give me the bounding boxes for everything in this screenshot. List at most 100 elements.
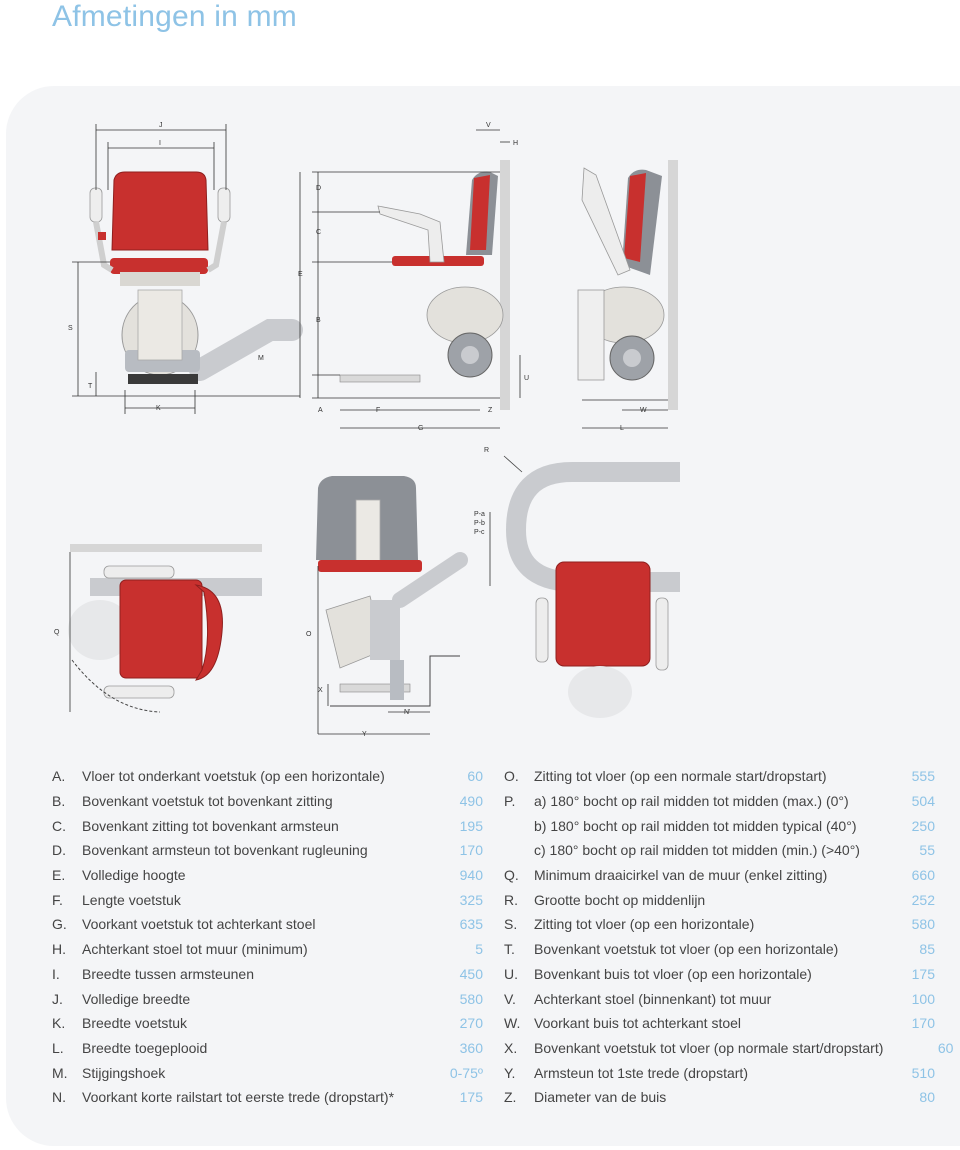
dimension-description: Volledige breedte	[82, 990, 191, 1007]
dimension-letter: I.	[52, 965, 60, 982]
dimension-description: Armsteun tot 1ste trede (dropstart)	[534, 1064, 748, 1081]
dimension-letter: E.	[52, 867, 66, 884]
dimension-description: Voorkant voetstuk tot achterkant stoel	[82, 916, 316, 933]
stairlift-dimension-drawings: J I S T K M D C E B A F Z G V	[54, 122, 680, 738]
dimension-letter: G.	[52, 916, 67, 933]
dimension-letter: J.	[52, 990, 63, 1007]
dimension-letter: W.	[504, 1015, 521, 1032]
dimension-value: 175	[459, 1089, 483, 1106]
dimension-letter: K.	[52, 1015, 66, 1032]
dimension-description: Diameter van de buis	[534, 1089, 667, 1106]
dimension-description: Bovenkant voetstuk tot vloer (op normale…	[534, 1039, 884, 1056]
dimension-letter: S.	[504, 916, 518, 933]
dimension-letter: N.	[52, 1089, 66, 1106]
dimension-description: Achterkant stoel (binnenkant) tot muur	[534, 990, 772, 1007]
dimension-row: G. Voorkant voetstuk tot achterkant stoel…	[52, 912, 483, 937]
dimension-letter: C.	[52, 817, 66, 834]
dimension-value: 510	[911, 1064, 935, 1081]
dimension-row: T.Bovenkant voetstuk tot vloer (op een h…	[504, 937, 935, 962]
dimension-value: 170	[459, 842, 483, 859]
label-J: J	[159, 122, 163, 129]
dimension-value: 85	[919, 941, 935, 958]
dimension-row: C. Bovenkant zitting tot bovenkant armste…	[52, 813, 483, 838]
dimension-description: Volledige hoogte	[82, 867, 186, 884]
dimension-value: 580	[459, 990, 483, 1007]
dimension-value: 252	[911, 891, 935, 908]
top-view-drawing: Q	[54, 544, 262, 713]
dimension-row: J. Volledige breedte 580	[52, 986, 483, 1011]
dimension-letter: D.	[52, 842, 66, 859]
dimension-value: 635	[459, 916, 483, 933]
dimension-letter: Z.	[504, 1089, 517, 1106]
label-C: C	[316, 229, 321, 236]
label-R: R	[484, 447, 489, 454]
dimension-description: Stijgingshoek	[82, 1064, 166, 1081]
dimension-description: Vloer tot onderkant voetstuk (op een hor…	[82, 768, 385, 785]
dimension-description: Breedte tussen armsteunen	[82, 965, 254, 982]
label-N: N'	[404, 709, 410, 716]
label-Q: Q	[54, 629, 60, 636]
curve-view-drawing: R P-a P-b P-c	[474, 447, 680, 718]
dimension-letter: L.	[52, 1039, 64, 1056]
dimension-value: 555	[911, 768, 935, 785]
label-W: W	[640, 407, 647, 414]
dimension-letter: F.	[52, 891, 63, 908]
label-B: B	[316, 317, 321, 324]
dimension-row: S. Zitting tot vloer (op een horizontale)…	[504, 912, 935, 937]
dimension-value: 170	[911, 1015, 935, 1032]
dimension-description: a) 180° bocht op rail midden tot midden …	[534, 793, 849, 810]
dimension-letter: P.	[504, 793, 516, 810]
dimension-value: 940	[459, 867, 483, 884]
dimension-description: Zitting tot vloer (op een horizontale)	[534, 916, 755, 933]
dimension-description: Breedte voetstuk	[82, 1015, 188, 1032]
dimension-value: 325	[459, 891, 483, 908]
dropstart-view-drawing: O X N' Y	[306, 476, 468, 738]
dimension-value: 60	[467, 768, 483, 785]
dimension-description: Bovenkant zitting tot bovenkant armsteun	[82, 817, 339, 834]
dimension-description: Voorkant korte railstart tot eerste tred…	[82, 1089, 395, 1106]
dimension-value: 360	[459, 1039, 483, 1056]
dimension-row: N. Voorkant korte railstart tot eerste tr…	[52, 1085, 483, 1110]
label-S: S	[68, 325, 73, 332]
label-D: D	[316, 185, 321, 192]
dimension-row: b) 180° bocht op rail midden tot midden …	[504, 813, 935, 838]
label-X: X	[318, 687, 323, 694]
dimension-description: Breedte toegeplooid	[82, 1039, 208, 1056]
dimension-description: Bovenkant armsteun tot bovenkant rugleun…	[82, 842, 368, 859]
label-F: F	[376, 407, 380, 414]
dimension-letter: B.	[52, 793, 66, 810]
label-E: E	[298, 271, 303, 278]
dimension-description: c) 180° bocht op rail midden tot midden …	[534, 842, 860, 859]
dimension-row: L. Breedte toegeplooid 360	[52, 1036, 483, 1061]
dimension-value: 250	[911, 817, 935, 834]
dimension-description: Bovenkant voetstuk tot vloer (op een hor…	[534, 941, 839, 958]
dimension-row: V.Achterkant stoel (binnenkant) tot muur…	[504, 986, 935, 1011]
dimension-row: U.Bovenkant buis tot vloer (op een horiz…	[504, 962, 935, 987]
dimension-description: Bovenkant buis tot vloer (op een horizon…	[534, 965, 812, 982]
dimension-letter: Y.	[504, 1064, 516, 1081]
label-U: U	[524, 375, 529, 382]
side-view-drawing: D C E B A F Z G V H U	[298, 122, 529, 432]
dimension-value: 504	[911, 793, 935, 810]
dimension-row: A.Vloer tot onderkant voetstuk (op een h…	[52, 764, 483, 789]
dimension-value: 60	[937, 1039, 954, 1056]
dimension-description: Bovenkant voetstuk tot bovenkant zitting	[82, 793, 333, 810]
dimension-value: 55	[919, 842, 935, 859]
dimension-value: 195	[459, 817, 483, 834]
dimension-row: P. a) 180° bocht op rail midden tot midde…	[504, 789, 935, 814]
dimension-letter: R.	[504, 891, 518, 908]
dimension-value: 100	[911, 990, 935, 1007]
dimension-letter: Q.	[504, 867, 519, 884]
label-L: L	[620, 425, 624, 432]
dimension-row: c) 180° bocht op rail midden tot midden …	[504, 838, 935, 863]
dimension-description: Achterkant stoel tot muur (minimum)	[82, 941, 308, 958]
dimension-row: B. Bovenkant voetstuk tot bovenkant zitti…	[52, 789, 483, 814]
dimension-row: O.Zitting tot vloer (op een normale star…	[504, 764, 935, 789]
label-Pa: P-a	[474, 511, 485, 518]
label-Y: Y	[362, 731, 367, 738]
